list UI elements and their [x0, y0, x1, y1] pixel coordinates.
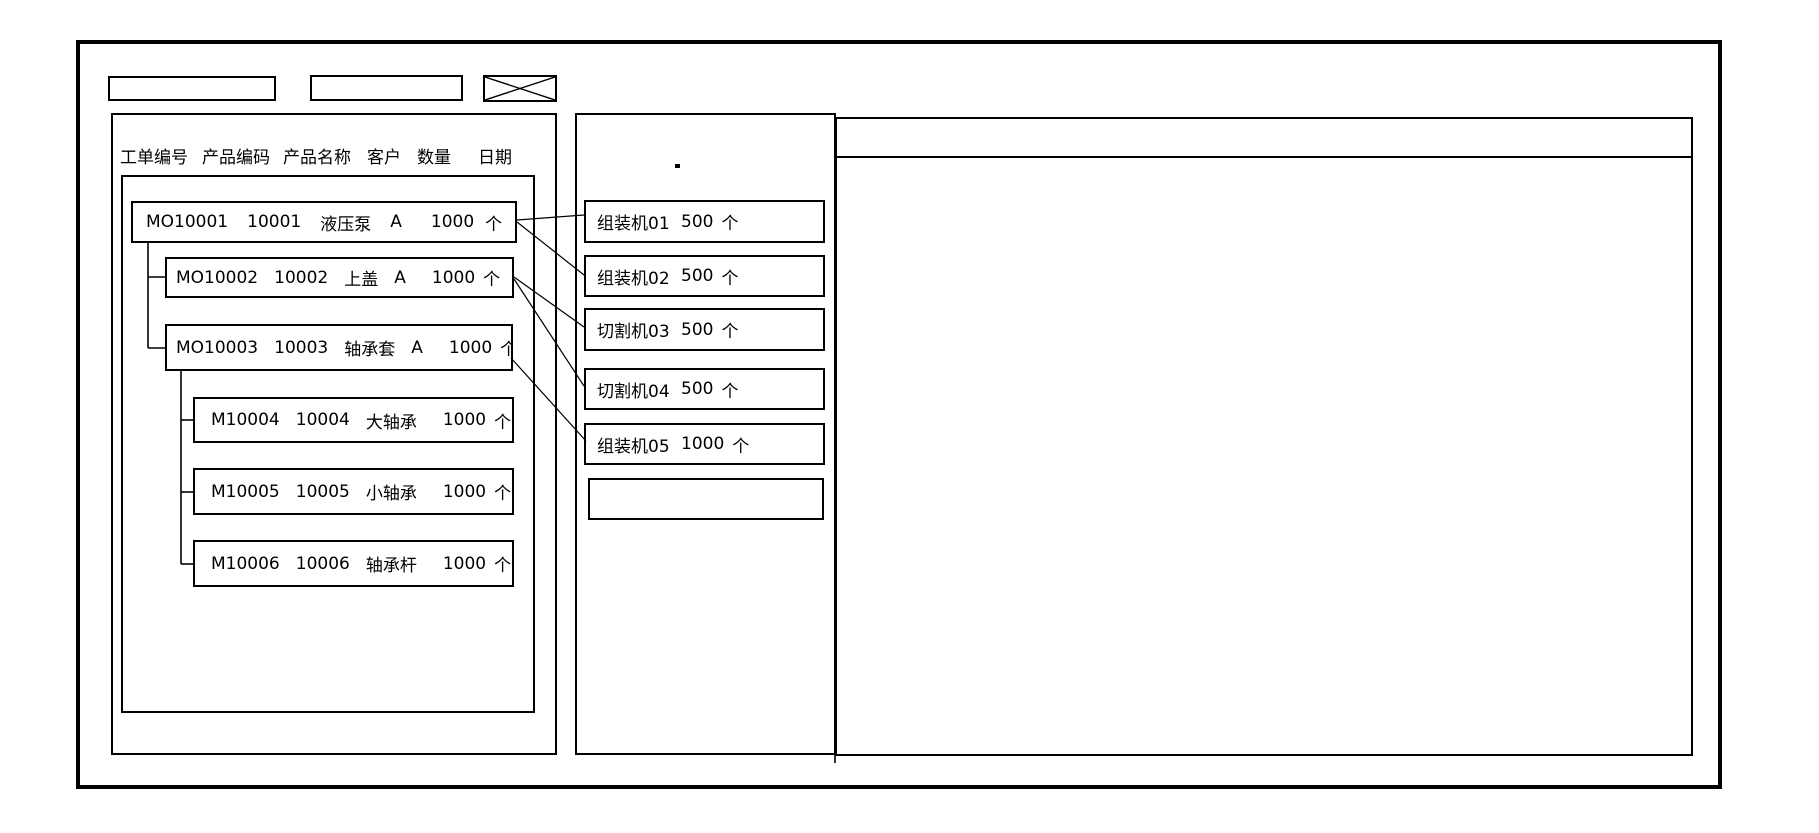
machine-qty: 500: [681, 211, 714, 232]
product-name: 液压泵: [320, 214, 372, 235]
column-header-date: 日期: [478, 148, 512, 168]
order-node-mo10001[interactable]: MO10001 10001 液压泵 A 1000 个: [131, 201, 517, 243]
machine-node-cutter03[interactable]: 切割机03 500 个: [584, 308, 825, 351]
column-header-product-name: 产品名称: [283, 148, 351, 168]
order-node-m10004[interactable]: M10004 10004 大轴承 1000 个: [193, 397, 514, 443]
product-code: 10006: [295, 553, 350, 574]
product-code: 10001: [247, 212, 302, 232]
toolbar-field-2[interactable]: [310, 75, 463, 101]
machine-qty: 1000: [681, 434, 725, 454]
order-no: M10005: [211, 481, 280, 502]
machine-qty: 500: [681, 319, 714, 340]
unit: 个: [483, 270, 501, 290]
product-name: 上盖: [344, 270, 379, 290]
unit: 个: [494, 484, 512, 504]
order-node-m10006[interactable]: M10006 10006 轴承杆 1000 个: [193, 540, 514, 587]
machine-name: 切割机03: [597, 322, 670, 342]
machine-name: 组装机01: [597, 214, 670, 234]
product-code: 10004: [295, 410, 350, 430]
column-header-product-code: 产品编码: [202, 148, 270, 168]
product-name: 轴承杆: [365, 556, 417, 576]
product-code: 10003: [274, 337, 329, 358]
customer: A: [411, 337, 423, 358]
order-no: MO10002: [176, 267, 259, 288]
machine-qty: 500: [681, 379, 714, 399]
order-no: MO10001: [146, 212, 229, 232]
order-no: M10004: [211, 410, 280, 430]
machine-node-assembler05[interactable]: 组装机05 1000 个: [584, 423, 825, 465]
customer: A: [394, 267, 406, 288]
machine-unit: 个: [732, 436, 750, 457]
unit: 个: [485, 214, 503, 235]
unit: 个: [494, 556, 512, 576]
machine-qty: 500: [681, 266, 714, 286]
machine-node-assembler01[interactable]: 组装机01 500 个: [584, 200, 825, 243]
unit: 个: [494, 412, 512, 433]
close-button[interactable]: [483, 75, 557, 102]
quantity: 1000: [431, 267, 476, 288]
quantity: 1000: [442, 553, 487, 574]
order-node-mo10003[interactable]: MO10003 10003 轴承套 A 1000 个: [165, 324, 513, 371]
product-name: 大轴承: [365, 412, 417, 433]
window-frame: [76, 40, 1722, 789]
machine-unit: 个: [721, 381, 739, 402]
machine-unit: 个: [721, 214, 739, 234]
order-node-m10005[interactable]: M10005 10005 小轴承 1000 个: [193, 468, 514, 515]
toolbar-field-1[interactable]: [108, 76, 276, 101]
machine-node-empty[interactable]: [588, 478, 824, 520]
detail-panel: [835, 117, 1693, 756]
machine-node-assembler02[interactable]: 组装机02 500 个: [584, 255, 825, 297]
product-code: 10002: [274, 267, 329, 288]
machine-unit: 个: [721, 322, 739, 342]
order-tree-container: [121, 175, 535, 713]
machine-name: 组装机02: [597, 268, 670, 289]
product-code: 10005: [295, 481, 350, 502]
product-name: 小轴承: [365, 484, 417, 504]
quantity: 1000: [448, 337, 493, 358]
unit: 个: [500, 335, 511, 360]
detail-panel-header: [837, 119, 1691, 158]
machine-node-cutter04[interactable]: 切割机04 500 个: [584, 368, 825, 410]
order-no: MO10003: [176, 337, 259, 358]
machine-unit: 个: [721, 268, 739, 289]
quantity: 1000: [442, 410, 487, 430]
column-header-order-no: 工单编号: [120, 148, 188, 168]
close-x-icon: [485, 77, 555, 100]
machine-name: 组装机05: [597, 436, 670, 457]
quantity: 1000: [430, 212, 475, 232]
column-header-quantity: 数量: [417, 148, 451, 168]
machine-name: 切割机04: [597, 381, 670, 402]
stray-dot: [675, 164, 680, 168]
column-header-customer: 客户: [367, 148, 401, 168]
product-name: 轴承套: [344, 340, 396, 360]
customer: A: [390, 212, 402, 232]
order-node-mo10002[interactable]: MO10002 10002 上盖 A 1000 个: [165, 257, 514, 298]
order-no: M10006: [211, 553, 280, 574]
quantity: 1000: [442, 481, 487, 502]
